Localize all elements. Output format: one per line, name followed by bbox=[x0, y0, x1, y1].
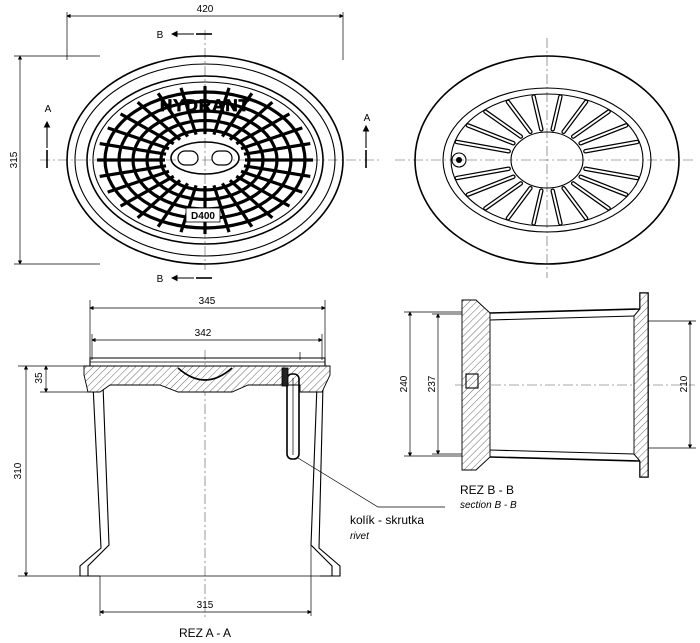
dim-width-420: 420 bbox=[197, 4, 214, 15]
cover-text-hydrant: HYDRANT bbox=[160, 96, 250, 115]
dim-315: 315 bbox=[197, 600, 214, 611]
dim-310: 310 bbox=[13, 462, 24, 479]
rivet-note: kolík - skrutka rivet bbox=[297, 457, 445, 542]
section-a-right: A bbox=[364, 113, 371, 124]
dim-237: 237 bbox=[427, 375, 438, 392]
load-class-label: D400 bbox=[191, 211, 215, 222]
section-bb: 240 237 210 REZ B - B section B - B bbox=[399, 292, 696, 511]
cover-grid-pattern bbox=[97, 86, 313, 234]
rivet-sublabel: rivet bbox=[350, 531, 370, 542]
section-aa-title: REZ A - A bbox=[179, 626, 231, 640]
dim-342: 342 bbox=[195, 328, 212, 339]
dim-height-315: 315 bbox=[9, 151, 20, 168]
top-view-cover: HYDRANT D400 420 315 A A B B bbox=[9, 4, 380, 285]
rivet-label: kolík - skrutka bbox=[350, 513, 424, 527]
dim-35: 35 bbox=[34, 372, 45, 384]
section-b-top: B bbox=[157, 30, 164, 41]
section-bb-title: REZ B - B bbox=[460, 483, 514, 497]
bottom-view-frame bbox=[395, 38, 695, 278]
section-aa: 345 342 35 310 315 REZ A - A bbox=[13, 296, 341, 640]
frame-ribs bbox=[454, 94, 640, 226]
section-b-bottom: B bbox=[157, 274, 164, 285]
section-a-left: A bbox=[45, 104, 52, 115]
dim-240: 240 bbox=[399, 375, 410, 392]
dim-345: 345 bbox=[199, 296, 216, 307]
section-bb-subtitle: section B - B bbox=[460, 500, 517, 511]
dim-210: 210 bbox=[679, 375, 690, 392]
